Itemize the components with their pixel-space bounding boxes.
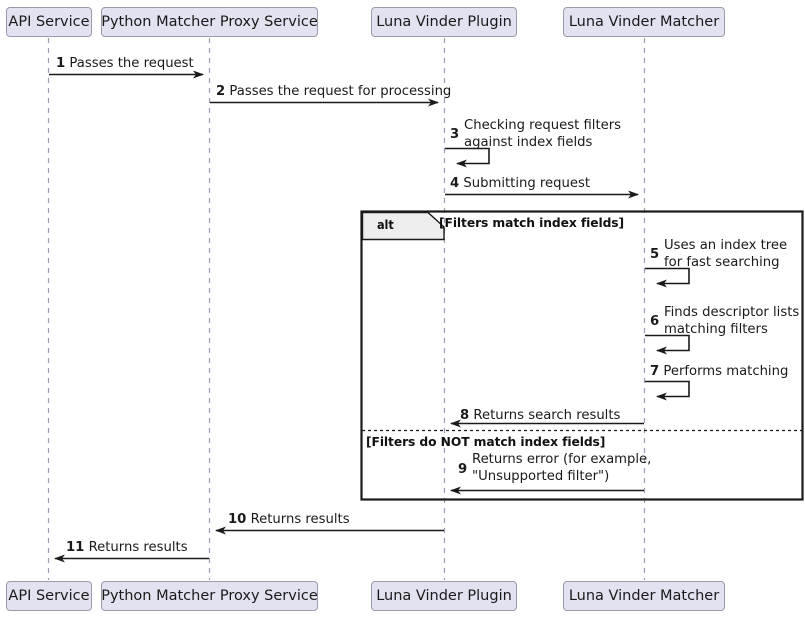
participant-bottom-api-service[interactable]: API Service [6,581,92,611]
message-text: Returns results [250,512,350,527]
alt-fragment-frame [360,210,804,501]
message-label-11: 11 Returns results [66,540,188,556]
participant-bottom-luna-vinder-matcher[interactable]: Luna Vinder Matcher [563,581,725,611]
message-text: Performs matching [663,364,789,379]
message-label-7: 7 Performs matching [650,364,788,380]
message-label-10: 10 Returns results [228,512,350,528]
message-label-4: 4 Submitting request [450,176,590,192]
participant-label: Python Matcher Proxy Service [101,14,318,30]
lifelines [47,38,646,580]
participant-label: API Service [8,588,90,604]
participant-label: Luna Vinder Matcher [568,14,720,30]
message-arrows [49,70,690,563]
participant-top-api-service[interactable]: API Service [6,7,92,37]
participant-bottom-python-matcher-proxy-service[interactable]: Python Matcher Proxy Service [101,581,318,611]
participant-top-python-matcher-proxy-service[interactable]: Python Matcher Proxy Service [101,7,318,37]
message-number: 10 [228,512,247,527]
message-number: 9 [458,462,468,477]
alt-guard-condition-1: [Filters match index fields] [439,216,625,230]
participant-label: API Service [8,14,90,30]
message-text: Uses an index tree for fast searching [664,238,788,270]
message-text: Checking request filters against index f… [464,118,622,150]
message-text: Submitting request [463,176,591,191]
message-number: 6 [650,314,660,329]
message-label-8: 8 Returns search results [460,408,620,424]
alt-operator-tag [361,211,445,241]
message-number: 7 [650,364,660,379]
message-number: 8 [460,408,470,423]
message-label-9: 9 Returns error (for example, "Unsupport… [458,452,651,485]
participant-top-luna-vinder-matcher[interactable]: Luna Vinder Matcher [563,7,725,37]
participant-label: Luna Vinder Plugin [376,588,512,604]
alt-operator-label: alt [377,217,394,232]
message-number: 5 [650,247,660,262]
arrow-msg-5-self [645,267,690,288]
arrow-msg-3-self [445,147,490,168]
arrow-msg-7-self [645,380,690,401]
message-label-2: 2 Passes the request for processing [216,84,451,100]
message-text: Returns results [88,540,188,555]
message-number: 11 [66,540,85,555]
message-label-3: 3 Checking request filters against index… [450,118,621,151]
participant-label: Python Matcher Proxy Service [101,588,318,604]
message-text: Returns error (for example, "Unsupported… [472,452,652,484]
participant-bottom-luna-vinder-plugin[interactable]: Luna Vinder Plugin [371,581,517,611]
participant-label: Luna Vinder Matcher [568,588,720,604]
message-number: 2 [216,84,226,99]
message-text: Returns search results [473,408,621,423]
alt-guard-condition-2: [Filters do NOT match index fields] [366,435,606,449]
message-number: 1 [56,56,66,71]
message-text: Passes the request [69,56,194,71]
message-text: Finds descriptor lists matching filters [664,305,800,337]
participant-top-luna-vinder-plugin[interactable]: Luna Vinder Plugin [371,7,517,37]
message-label-1: 1 Passes the request [56,56,194,72]
message-label-6: 6 Finds descriptor lists matching filter… [650,305,799,338]
arrow-msg-6-self [645,334,690,355]
message-number: 3 [450,127,460,142]
message-number: 4 [450,176,460,191]
participant-label: Luna Vinder Plugin [376,14,512,30]
message-label-5: 5 Uses an index tree for fast searching [650,238,787,271]
message-text: Passes the request for processing [229,84,452,99]
